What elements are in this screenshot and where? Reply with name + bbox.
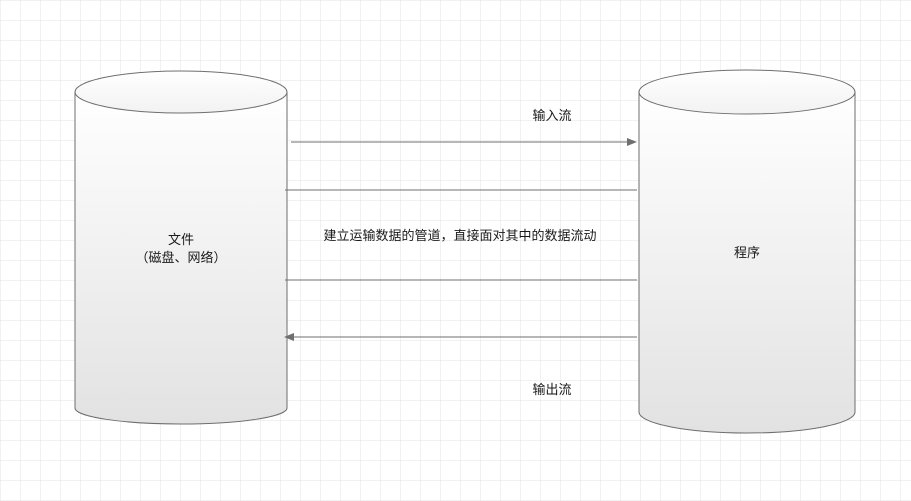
file-cylinder-body	[74, 92, 288, 425]
file-node-title: 文件	[168, 233, 194, 248]
file-cylinder-top	[74, 70, 288, 114]
file-storage-cylinder[interactable]: 文件 （磁盘、网络）	[74, 70, 288, 425]
program-cylinder-body	[638, 92, 856, 434]
input-stream-label: 输入流	[532, 108, 571, 124]
program-node-title: 程序	[734, 246, 760, 261]
program-cylinder[interactable]: 程序	[638, 69, 856, 434]
program-cylinder-top	[638, 69, 856, 115]
pipe-description-label: 建立运输数据的管道，直接面对其中的数据流动	[323, 228, 596, 244]
file-node-subtitle: （磁盘、网络）	[135, 250, 226, 266]
output-stream-label: 输出流	[532, 382, 571, 398]
